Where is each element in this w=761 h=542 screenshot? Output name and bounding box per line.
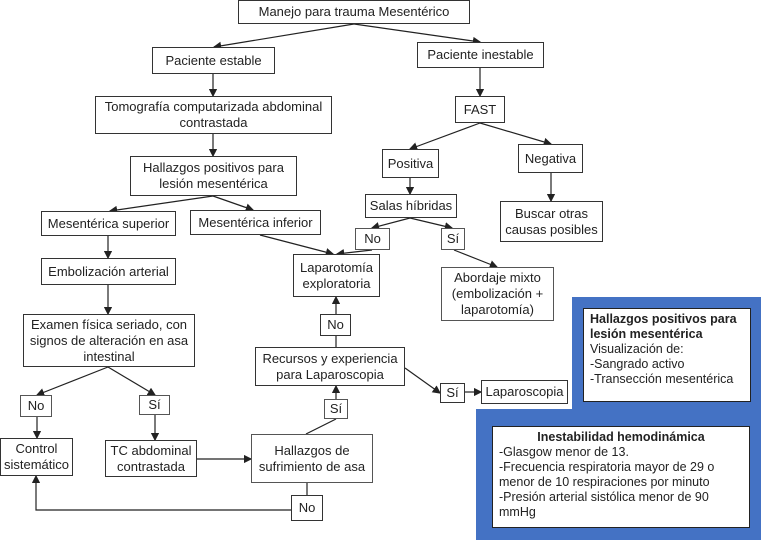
node-text: Sí: [329, 401, 343, 416]
connector-arrow: [107, 366, 157, 396]
node-text: Embolización arterial: [48, 263, 169, 279]
node-no-laparoscopia: No: [320, 314, 351, 336]
node-recursos-laparoscopia: Recursos y experiencia para Laparoscopia: [255, 347, 405, 386]
node-sufrimiento-asa: Hallazgos de sufrimiento de asa: [251, 434, 373, 483]
node-laparoscopia: Laparoscopia: [481, 380, 568, 404]
connector-arrow: [335, 249, 373, 258]
node-text: No: [327, 317, 344, 332]
node-text: No: [298, 500, 316, 515]
node-laparotomia-exploratoria: Laparotomía exploratoria: [293, 254, 380, 297]
node-text: Positiva: [387, 155, 434, 171]
inestabilidad-note-line: -Frecuencia respiratoria mayor de 29 o m…: [499, 460, 715, 489]
node-negativa: Negativa: [518, 144, 583, 173]
node-si-recursos: Sí: [440, 383, 465, 403]
connector-arrow: [31, 474, 291, 511]
node-positiva: Positiva: [382, 149, 439, 178]
inestabilidad-note-line: -Glasgow menor de 13.: [499, 445, 629, 459]
title-text: Manejo para trauma Mesentérico: [258, 4, 450, 19]
node-text: No: [364, 231, 381, 246]
inestabilidad-note: Inestabilidad hemodinámica -Glasgow meno…: [492, 426, 750, 528]
connector-arrow: [353, 23, 482, 46]
node-buscar-otras-causas: Buscar otras causas posibles: [500, 201, 603, 242]
node-tc-abdominal: TC abdominal contrastada: [105, 440, 197, 477]
connector-arrow: [408, 122, 481, 151]
hallazgos-note-title: Hallazgos positivos para lesión mesentér…: [590, 312, 737, 341]
node-paciente-inestable: Paciente inestable: [417, 42, 544, 68]
inestabilidad-note-line: -Presión arterial sistólica menor de 90 …: [499, 490, 709, 519]
connector-arrow: [453, 249, 499, 269]
node-hallazgos-positivos: Hallazgos positivos para lesión mesentér…: [130, 156, 297, 196]
hallazgos-note: Hallazgos positivos para lesión mesentér…: [583, 308, 751, 402]
node-text: Examen física seriado, con signos de alt…: [29, 316, 189, 364]
title-node: Manejo para trauma Mesentérico: [238, 0, 470, 24]
node-salas-hibridas: Salas híbridas: [365, 194, 457, 218]
node-paciente-estable: Paciente estable: [152, 47, 275, 74]
node-text: Sí: [446, 231, 460, 246]
node-text: Laparoscopia: [485, 384, 564, 399]
node-examen-fisica: Examen física seriado, con signos de alt…: [23, 314, 195, 367]
node-no-salas: No: [355, 228, 390, 250]
connector-arrow: [35, 366, 109, 397]
node-si-sufrimiento: Sí: [324, 399, 348, 419]
node-text: FAST: [463, 101, 497, 117]
connector-arrow: [212, 23, 355, 50]
node-si-examen: Sí: [139, 395, 170, 415]
inestabilidad-note-title: Inestabilidad hemodinámica: [537, 430, 705, 444]
node-text: Sí: [446, 385, 459, 400]
connector-arrow: [370, 217, 411, 231]
node-text: Hallazgos de sufrimiento de asa: [258, 442, 366, 474]
node-si-salas: Sí: [441, 228, 465, 250]
hallazgos-note-line: Visualización de:: [590, 342, 684, 356]
node-text: Recursos y experiencia para Laparoscopia: [262, 350, 398, 382]
node-text: Laparotomía exploratoria: [300, 259, 373, 291]
node-text: Negativa: [524, 150, 577, 166]
node-text: Paciente estable: [165, 52, 262, 68]
connector-arrow: [259, 234, 335, 257]
node-tomografia: Tomografía computarizada abdominal contr…: [95, 96, 332, 134]
node-text: Abordaje mixto (embolización + laparotom…: [451, 270, 544, 317]
node-mesenterica-superior: Mesentérica superior: [41, 211, 176, 236]
connector-arrow: [108, 195, 214, 215]
node-text: Salas híbridas: [369, 198, 453, 213]
node-text: Paciente inestable: [427, 47, 534, 62]
node-mesenterica-inferior: Mesentérica inferior: [190, 210, 321, 235]
node-text: Sí: [148, 397, 161, 412]
connector-arrow: [479, 122, 553, 146]
node-no-sufrimiento: No: [291, 495, 323, 521]
connector-arrow: [409, 217, 454, 231]
node-no-examen: No: [20, 395, 52, 417]
node-abordaje-mixto: Abordaje mixto (embolización + laparotom…: [441, 267, 554, 321]
hallazgos-note-line: -Sangrado activo: [590, 357, 685, 371]
node-text: No: [27, 398, 45, 413]
node-text: Buscar otras causas posibles: [505, 205, 598, 237]
node-text: Tomografía computarizada abdominal contr…: [104, 99, 323, 130]
node-text: Control sistemático: [3, 441, 70, 472]
node-fast: FAST: [455, 96, 505, 123]
node-text: Mesentérica superior: [47, 215, 170, 231]
node-text: TC abdominal contrastada: [110, 442, 192, 474]
connector-arrow: [305, 418, 337, 435]
node-text: Mesentérica inferior: [198, 214, 313, 230]
connector-arrow: [404, 367, 441, 394]
node-embolizacion-arterial: Embolización arterial: [41, 258, 176, 285]
node-text: Hallazgos positivos para lesión mesentér…: [143, 160, 284, 191]
node-control-sistematico: Control sistemático: [0, 438, 73, 476]
hallazgos-note-line: -Transección mesentérica: [590, 372, 734, 386]
connector-arrow: [212, 195, 255, 212]
